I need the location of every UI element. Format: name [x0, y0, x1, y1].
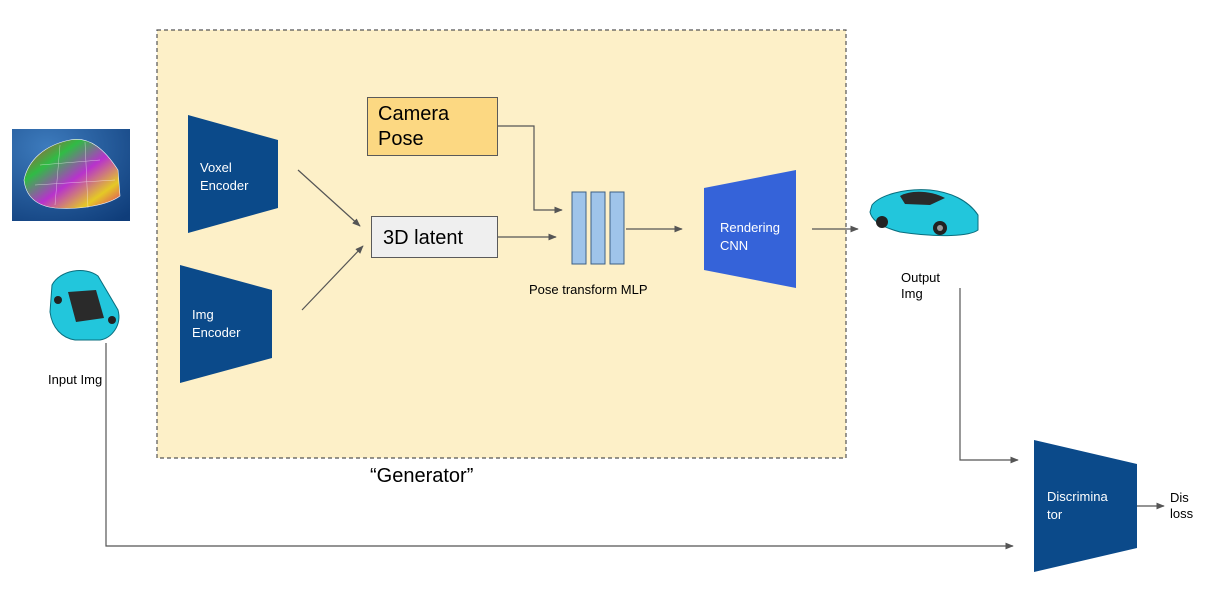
discriminator-shape [1034, 440, 1137, 572]
camera-pose-label-line1: Camera [378, 103, 450, 125]
discriminator-label: Discrimina tor [1047, 489, 1108, 522]
latent-box: 3D latent [371, 216, 498, 258]
output-car-image [869, 189, 979, 237]
pose-transform-mlp [571, 191, 625, 265]
rendering-cnn-shape [704, 170, 796, 288]
mlp-label: Pose transform MLP [529, 282, 648, 297]
voxel-encoder-label: Voxel Encoder [200, 160, 249, 193]
voxel-input-image [12, 129, 130, 221]
connectors [105, 125, 1165, 550]
camera-pose-label-line2: Pose [378, 128, 424, 150]
rendering-cnn-label: Rendering CNN [720, 220, 780, 253]
output-img-label: Output Img [901, 270, 941, 302]
voxel-encoder-shape [188, 115, 278, 233]
camera-pose-box: Camera Pose [367, 97, 498, 156]
dis-loss-label: Dis loss [1170, 490, 1194, 522]
img-encoder-shape [180, 265, 272, 383]
generator-label: “Generator” [370, 465, 474, 487]
input-img-label: Input Img [48, 372, 103, 387]
latent-label: 3D latent [383, 227, 464, 249]
input-car-image [49, 269, 120, 341]
img-encoder-label: Img Encoder [192, 307, 241, 340]
